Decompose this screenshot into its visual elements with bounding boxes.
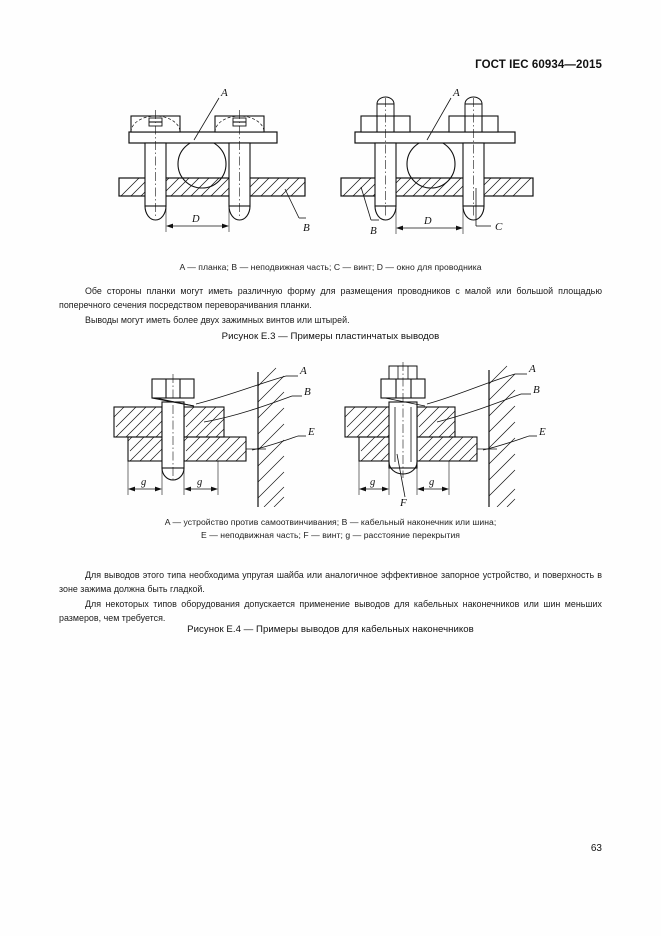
figure-e3-drawings: A B D [0,86,661,251]
paragraphs-after-e3: Обе стороны планки могут иметь различную… [59,284,602,327]
figure-e4-right-drawing: A B E F g g [343,362,546,507]
figure-e3-right-label-a: A [452,87,460,99]
figure-e4-caption: Рисунок Е.4 — Примеры выводов для кабель… [187,624,474,635]
figure-e3-right-label-c: C [495,221,503,233]
figure-e3-left-label-a: A [220,87,228,99]
paragraph-e4-2: Для некоторых типов оборудования допуска… [59,598,602,624]
figure-e3-right-dimension-d: D [423,216,432,227]
paragraph-e4-1: Для выводов этого типа необходима упруга… [59,570,602,595]
figure-e4-drawings: A B E g g [0,362,661,507]
figure-e3: A B D [0,86,661,274]
figure-e3-caption: Рисунок Е.3 — Примеры пластинчатых вывод… [221,331,440,342]
figure-e4: A B E g g [0,362,661,542]
figure-e3-legend: A — планка; B — неподвижная часть; C — в… [179,262,482,272]
figure-e3-left-label-b: B [303,222,310,234]
figure-e3-left-dimension-d: D [191,214,200,225]
figure-e3-left-drawing: A B D [118,87,310,234]
paragraph-e3-1: Обе стороны планки могут иметь различную… [59,286,602,311]
figure-e4-right-dimension-g-right: g [429,477,434,488]
figure-e3-right-label-b: B [370,225,377,237]
figure-e4-left-dimension-g-left: g [141,477,146,488]
page-number: 63 [590,843,602,854]
figure-e4-left-label-a: A [299,365,307,377]
figure-e4-right-label-f: F [399,497,407,507]
figure-e4-left-label-b: B [304,386,311,398]
figure-e4-legend-line1: A — устройство против самоотвинчивания; … [164,517,497,527]
figure-e4-legend-line2: E — неподвижная часть; F — винт; g — рас… [200,529,461,540]
figure-e4-left-drawing: A B E g g [112,365,315,507]
document-header-standard-number: ГОСТ IEC 60934—2015 [475,59,602,71]
figure-e4-right-dimension-g-left: g [370,477,375,488]
figure-e4-right-label-b: B [533,384,540,396]
paragraphs-after-e4: Для выводов этого типа необходима упруга… [59,568,602,626]
figure-e3-right-drawing: A B C D [340,87,534,237]
figure-e4-left-label-e: E [307,426,315,438]
figure-e4-left-dimension-g-right: g [197,477,202,488]
figure-e4-right-label-a: A [528,363,536,375]
figure-e4-right-label-e: E [538,426,546,438]
paragraph-e3-2: Выводы могут иметь более двух зажимных в… [85,314,350,325]
figure-e4-legend: A — устройство против самоотвинчивания; … [0,516,661,542]
